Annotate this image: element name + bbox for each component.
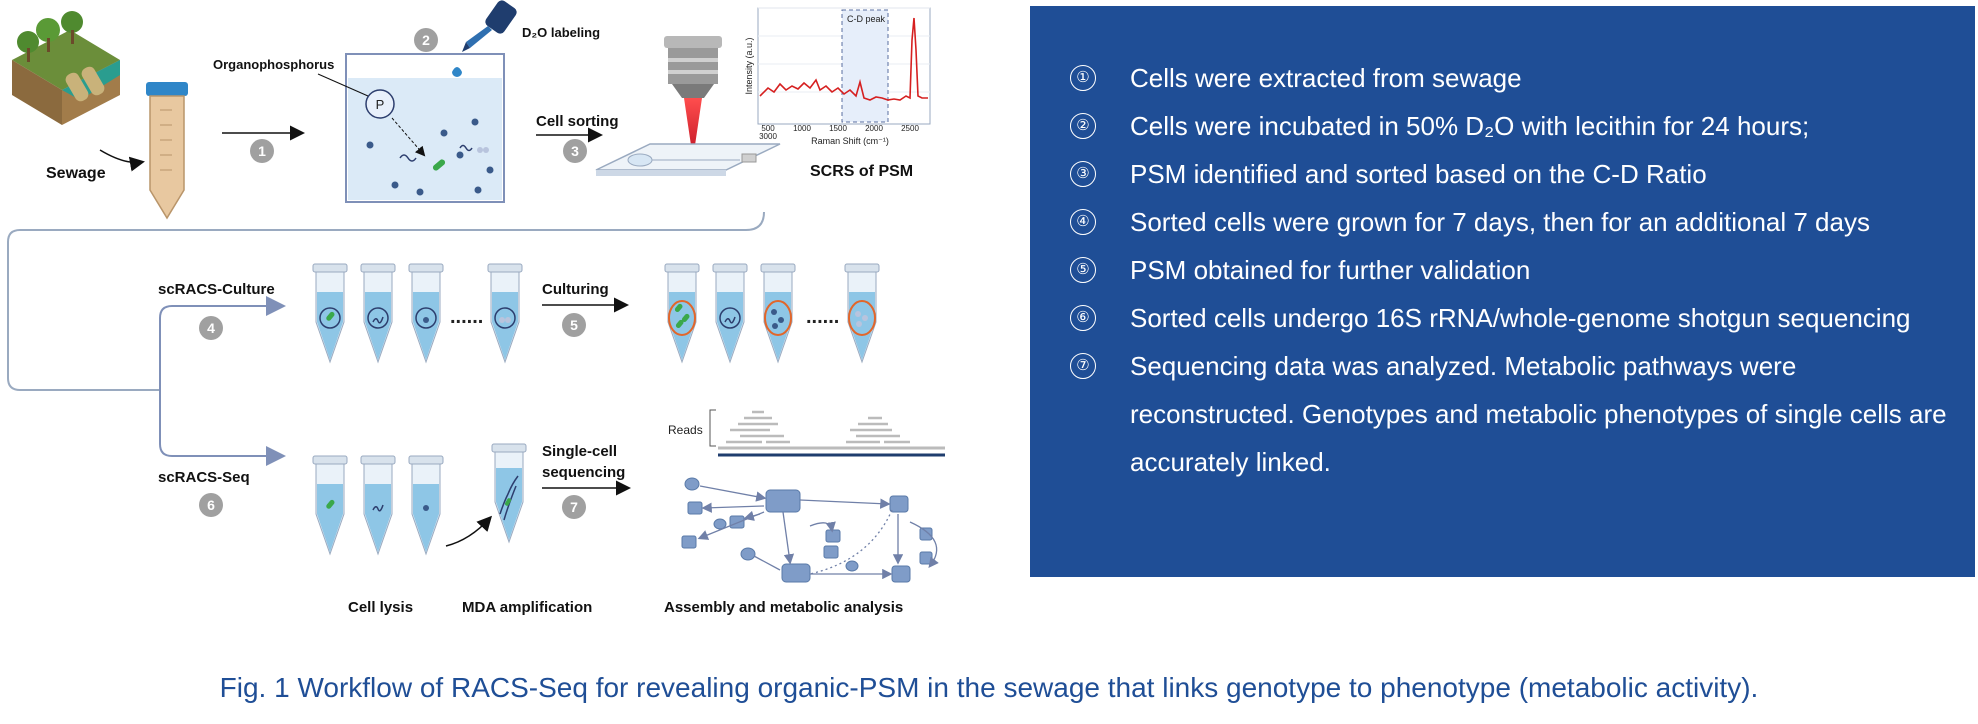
sewage-label: Sewage: [46, 165, 106, 182]
single-cell-label-line2: sequencing: [542, 464, 625, 481]
labeling-beaker: P: [345, 53, 505, 203]
mda-amplification-label: MDA amplification: [462, 599, 592, 616]
cell-sorting-label: Cell sorting: [536, 113, 619, 130]
step-item-number: ③: [1070, 161, 1096, 187]
step-item-number: ⑦: [1070, 353, 1096, 379]
step-1-badge: [250, 139, 274, 163]
step-item-number: ①: [1070, 65, 1096, 91]
step-item: ⑤ PSM obtained for further validation: [1070, 246, 1955, 294]
network-edges: [697, 485, 939, 580]
spectrum-tick: 2500: [901, 124, 919, 133]
step-item: ④ Sorted cells were grown for 7 days, th…: [1070, 198, 1955, 246]
step-item: ① Cells were extracted from sewage: [1070, 54, 1955, 102]
step-7-number: 7: [570, 499, 578, 515]
mda-tube: [491, 443, 527, 544]
cd-peak-label: C-D peak: [847, 14, 886, 24]
tube-ellipsis: ......: [450, 306, 483, 328]
step-4-number: 4: [207, 320, 215, 336]
spectrum-line: [759, 17, 928, 101]
falcon-tube-icon: [146, 82, 188, 220]
organophosphorus-label: Organophosphorus: [213, 57, 334, 72]
laser-beam: [684, 98, 702, 152]
step-3-number: 3: [571, 143, 579, 159]
reads-label: Reads: [668, 423, 703, 437]
d2o-labeling-label: D₂O labeling: [522, 25, 600, 40]
scracs-culture-label: scRACS-Culture: [158, 281, 275, 298]
step-item-text: Cells were incubated in 50% D₂O with lec…: [1130, 111, 1810, 141]
step-item-text: Sorted cells undergo 16S rRNA/whole-geno…: [1130, 303, 1911, 333]
tube-ellipsis-grown: ......: [806, 306, 839, 328]
step-item: ③ PSM identified and sorted based on the…: [1070, 150, 1955, 198]
figure-caption: Fig. 1 Workflow of RACS-Seq for revealin…: [219, 672, 1759, 703]
step-item-number: ④: [1070, 209, 1096, 235]
spectrum-tick: 1500: [829, 124, 847, 133]
single-cell-label-line1: Single-cell: [542, 443, 617, 460]
workflow-diagram: Sewage 1 P Organophosphorus: [7, 0, 945, 616]
culture-tubes-sorted: [312, 263, 523, 364]
sewage-landscape-icon: [12, 11, 120, 125]
step-item-number: ⑤: [1070, 257, 1096, 283]
step-4-badge: [199, 316, 223, 340]
step-item-text: Sequencing data was analyzed. Metabolic …: [1130, 351, 1947, 477]
cell-lysis-label: Cell lysis: [348, 599, 413, 616]
spectrum-ylabel: Intensity (a.u.): [744, 37, 754, 94]
step-item-text: Sorted cells were grown for 7 days, then…: [1130, 207, 1870, 237]
assembly-label: Assembly and metabolic analysis: [664, 599, 903, 616]
scracs-seq-label: scRACS-Seq: [158, 469, 250, 486]
step-item-text: Cells were extracted from sewage: [1130, 63, 1522, 93]
culturing-label: Culturing: [542, 281, 609, 298]
step-7-badge: [562, 495, 586, 519]
connector-line: [7, 211, 765, 391]
seq-branch-arrow: [159, 390, 286, 466]
p-marker-label: P: [376, 97, 385, 112]
dropper-icon: [452, 0, 517, 77]
lysis-to-mda-arrow: [445, 515, 493, 547]
culture-tubes-grown: [664, 263, 880, 364]
steps-panel: ① Cells were extracted from sewage ② Cel…: [1030, 6, 1975, 577]
step-item: ② Cells were incubated in 50% D₂O with l…: [1070, 102, 1955, 150]
step-item-number: ②: [1070, 113, 1096, 139]
step-item-text: PSM obtained for further validation: [1130, 255, 1531, 285]
spectrum-tick: 1000: [793, 124, 811, 133]
glass-slide-icon: [595, 143, 781, 176]
step-1-number: 1: [258, 143, 266, 159]
step-3-badge: [563, 139, 587, 163]
lysis-tubes: [312, 455, 444, 556]
spectrum-tick: 500: [761, 124, 775, 133]
culture-branch-arrow: [159, 296, 286, 390]
raman-spectrum-chart: C-D peak Intensity (a.u.) 500 1000 1500 …: [744, 7, 931, 146]
step-item: ⑦ Sequencing data was analyzed. Metaboli…: [1070, 342, 1955, 486]
spectrum-tick: 2000: [865, 124, 883, 133]
reads-coverage: Reads: [668, 409, 945, 457]
step-6-number: 6: [207, 497, 215, 513]
step-5-badge: [562, 313, 586, 337]
sewage-arrow: [99, 149, 145, 172]
step-5-number: 5: [570, 317, 578, 333]
step-2-number: 2: [422, 32, 430, 48]
step-item-number: ⑥: [1070, 305, 1096, 331]
spectrum-xlabel: Raman Shift (cm⁻¹): [811, 136, 889, 146]
step-item: ⑥ Sorted cells undergo 16S rRNA/whole-ge…: [1070, 294, 1955, 342]
spectrum-tick: 3000: [759, 132, 777, 141]
step-2-badge: [414, 28, 438, 52]
scrs-of-psm-label: SCRS of PSM: [810, 163, 913, 180]
step-item-text: PSM identified and sorted based on the C…: [1130, 159, 1707, 189]
cd-peak-window: [841, 9, 889, 123]
step-6-badge: [199, 493, 223, 517]
organophosphorus-pointer: [317, 73, 369, 97]
microscope-objective-icon: [664, 36, 722, 152]
p-marker-circle: [365, 89, 395, 119]
